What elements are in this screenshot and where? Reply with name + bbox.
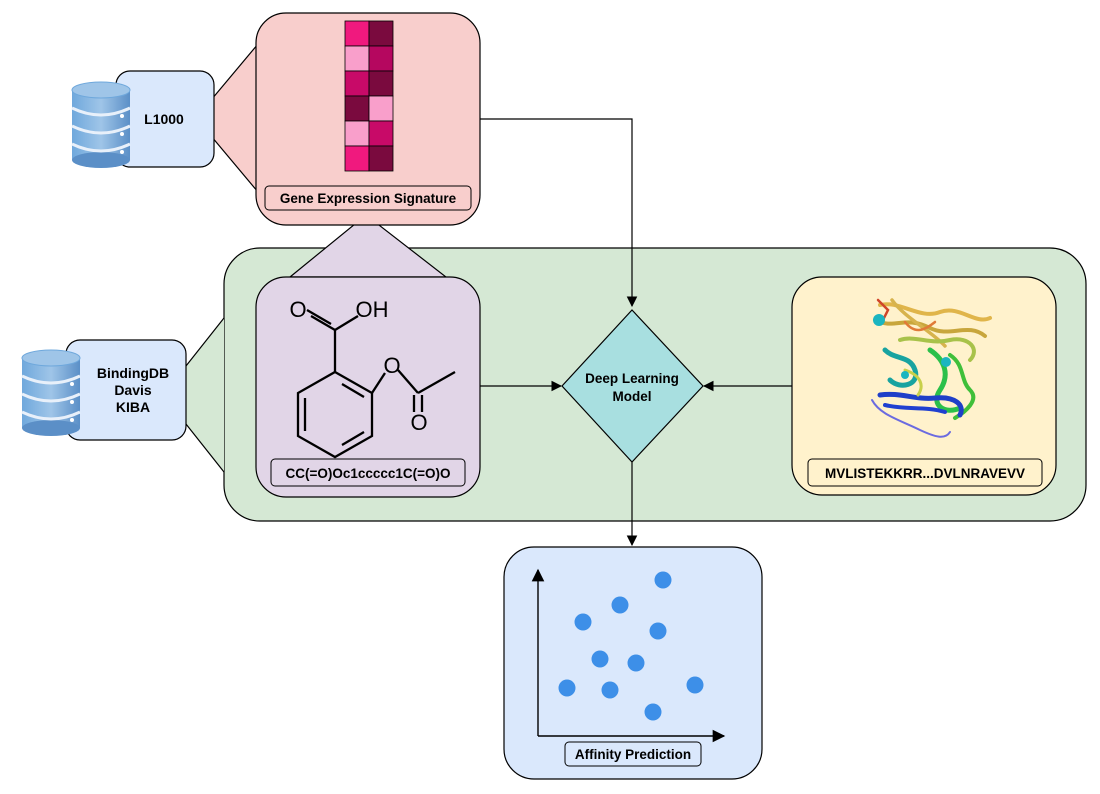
binding-db-line-3: KIBA <box>116 399 150 415</box>
heatmap-cell <box>368 20 394 47</box>
scatter-point <box>574 613 592 631</box>
heatmap-cell <box>368 120 394 147</box>
drug-caption-box <box>270 458 466 487</box>
l1000-label: L1000 <box>144 111 184 127</box>
heatmap-cell <box>368 145 394 172</box>
database-icon <box>71 81 131 168</box>
heatmap-cell <box>344 20 370 47</box>
scatter-point <box>627 654 645 672</box>
scatter-point <box>686 676 704 694</box>
protein-caption-box <box>807 458 1043 487</box>
gene-heatmap <box>344 20 394 172</box>
heatmap-cell <box>344 95 370 122</box>
gene-caption: Gene Expression Signature <box>280 191 457 206</box>
gene-to-model-arrow <box>480 118 638 308</box>
model-label-line-1: Deep Learning <box>585 371 679 386</box>
heatmap-cell <box>344 145 370 172</box>
heatmap-cell <box>344 120 370 147</box>
scatter-point <box>591 650 609 668</box>
database-icon <box>21 349 81 436</box>
scatter-point <box>601 681 619 699</box>
deep-learning-model-node <box>561 309 704 463</box>
scatter-plot-icon <box>531 568 726 743</box>
protein-panel <box>791 276 1057 496</box>
scatter-point <box>611 596 629 614</box>
protein-structure-icon <box>871 298 992 438</box>
heatmap-cell <box>344 70 370 97</box>
heatmap-cell <box>344 45 370 72</box>
heatmap-cell <box>368 95 394 122</box>
scatter-point <box>558 679 576 697</box>
acetyl-oxygen-label: O <box>410 410 427 435</box>
prediction-caption-box <box>564 741 702 767</box>
scatter-point <box>654 571 672 589</box>
binding-db-line-1: BindingDB <box>97 365 169 381</box>
prediction-caption: Affinity Prediction <box>575 747 691 762</box>
aspirin-structure-icon <box>296 309 456 459</box>
scatter-point <box>649 622 667 640</box>
drug-caption: CC(=O)Oc1ccccc1C(=O)O <box>285 466 450 481</box>
binding-db-line-2: Davis <box>114 382 152 398</box>
carbonyl-oxygen-label: O <box>289 297 306 322</box>
drug-panel <box>255 276 481 498</box>
protein-caption: MVLISTEKKRR...DVLNRAVEVV <box>825 466 1025 481</box>
hydroxyl-label: OH <box>356 297 389 322</box>
ester-oxygen-label: O <box>383 353 400 378</box>
gene-caption-box <box>264 185 472 211</box>
heatmap-cell <box>368 45 394 72</box>
scatter-point <box>644 703 662 721</box>
model-label-line-2: Model <box>613 389 652 404</box>
heatmap-cell <box>368 70 394 97</box>
